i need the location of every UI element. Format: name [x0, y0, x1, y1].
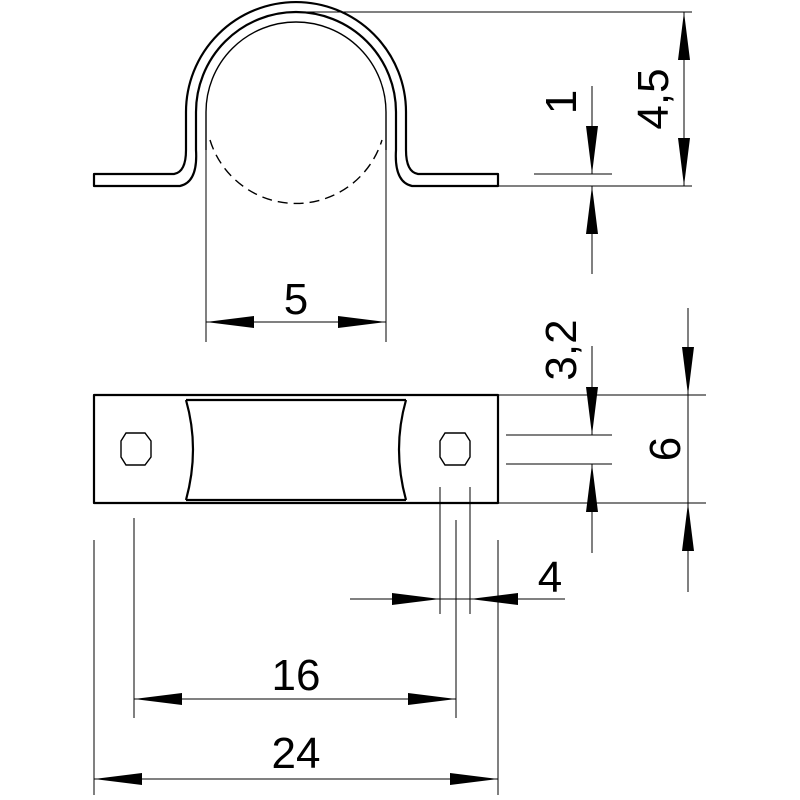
strap-outline	[92, 393, 500, 505]
dim-hole-spacing-label: 16	[272, 651, 321, 700]
saddle-band-right-edge	[397, 399, 408, 501]
saddle-band-left-edge	[184, 399, 195, 501]
mounting-hole-right	[439, 432, 471, 466]
dim-overall-length: 24	[93, 540, 499, 795]
dim-height-total-label: 4,5	[629, 68, 678, 129]
top-view	[92, 393, 500, 505]
saddle-outer-profile	[92, 0, 500, 188]
dim-hole-length: 4	[350, 487, 565, 614]
saddle-inner-edge	[205, 21, 387, 150]
dim-sheet-thickness: 1	[534, 86, 612, 274]
dim-hole-length-label: 4	[538, 553, 562, 602]
dim-overall-length-label: 24	[272, 729, 321, 778]
front-view	[92, 0, 500, 205]
dim-slot-width: 3,2	[506, 319, 612, 553]
dim-strap-width-label: 6	[641, 437, 690, 461]
dim-slot-width-label: 3,2	[537, 319, 586, 380]
dim-inner-diameter: 5	[205, 150, 387, 342]
dim-strap-width: 6	[498, 308, 706, 592]
mounting-hole-left	[120, 432, 152, 466]
dim-sheet-thickness-label: 1	[537, 90, 586, 114]
dim-inner-diameter-label: 5	[284, 275, 308, 324]
dim-height-total: 4,5	[296, 11, 692, 187]
pipe-hidden-outline	[209, 139, 383, 205]
dim-hole-spacing: 16	[133, 518, 457, 718]
